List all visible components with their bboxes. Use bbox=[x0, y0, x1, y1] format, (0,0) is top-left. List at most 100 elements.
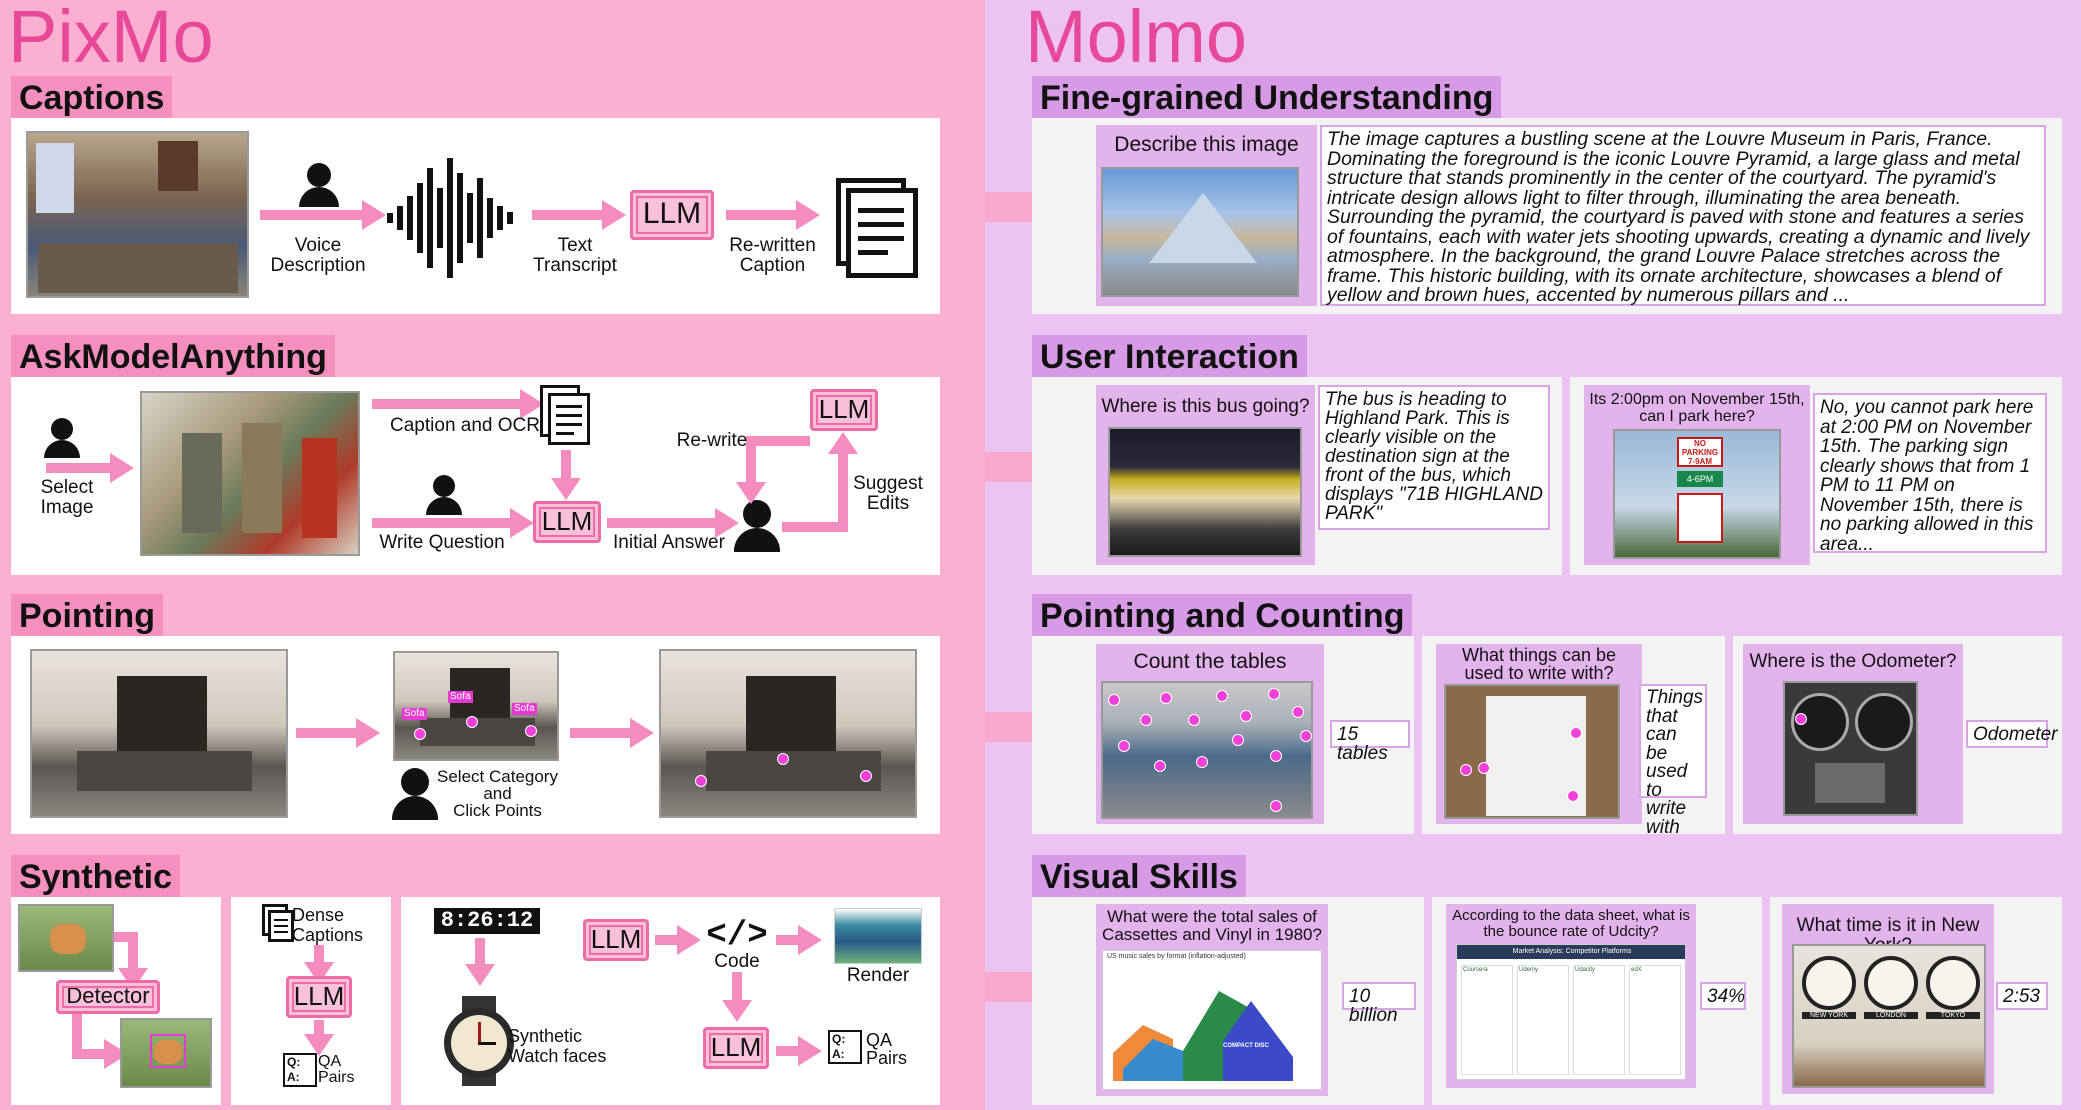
suggest-edits-label: Suggest Edits bbox=[853, 473, 923, 514]
clock-answer: 2:53 bbox=[1996, 982, 2048, 1010]
chart-caption: US music sales by format (inflation-adju… bbox=[1107, 953, 1246, 960]
odometer-question: Where is the Odometer? bbox=[1749, 651, 1957, 672]
sofa-tag: Sofa bbox=[448, 691, 473, 703]
synthetic-llm-2: LLM bbox=[583, 919, 649, 961]
select-category-label: Select Category and Click Points bbox=[437, 767, 558, 820]
sheet-title: Market Analysis: Competitor Platforms bbox=[1457, 945, 1685, 959]
sign-text: NO PARKING bbox=[1681, 439, 1719, 457]
person-icon bbox=[392, 768, 438, 820]
writing-card: What things can be used to write with? bbox=[1436, 644, 1642, 824]
bus-question: Where is this bus going? bbox=[1101, 396, 1310, 417]
music-chart-image: US music sales by format (inflation-adju… bbox=[1102, 950, 1322, 1090]
clock-city-label: NEW YORK bbox=[1802, 1012, 1856, 1019]
parking-question: Its 2:00pm on November 15th, can I park … bbox=[1589, 391, 1805, 425]
louvre-photo bbox=[1101, 167, 1299, 297]
qa-icon: Q:A: bbox=[828, 1030, 862, 1064]
classroom-photo bbox=[1101, 681, 1313, 819]
visual-skills-label: Visual Skills bbox=[1032, 855, 1246, 899]
person-icon bbox=[44, 418, 80, 458]
sign-text: 7-9AM bbox=[1687, 457, 1712, 466]
fine-grained-answer: The image captures a bustling scene at t… bbox=[1320, 125, 2046, 306]
ama-llm-1: LLM bbox=[533, 501, 601, 543]
data-sheet-image: Market Analysis: Competitor Platforms Co… bbox=[1456, 944, 1686, 1080]
fine-grained-label: Fine-grained Understanding bbox=[1032, 76, 1502, 120]
writing-question: What things can be used to write with? bbox=[1461, 645, 1617, 683]
room-photo-points bbox=[659, 649, 917, 818]
initial-answer-label: Initial Answer bbox=[613, 532, 725, 553]
parking-answer: No, you cannot park here at 2:00 PM on N… bbox=[1813, 393, 2047, 554]
ama-label: AskModelAnything bbox=[11, 335, 335, 379]
text-transcript-label: Text Transcript bbox=[533, 235, 617, 276]
watch-icon bbox=[444, 996, 514, 1086]
waveform-icon bbox=[387, 158, 525, 278]
world-clocks-photo: NEW YORK LONDON TOKYO bbox=[1792, 944, 1986, 1088]
synthetic-llm-1: LLM bbox=[286, 976, 352, 1018]
person-icon bbox=[734, 500, 780, 552]
ama-painting bbox=[140, 391, 360, 556]
render-label: Render bbox=[846, 965, 910, 986]
dog-photo bbox=[18, 904, 114, 972]
odometer-card: Where is the Odometer? bbox=[1743, 644, 1963, 824]
document-icon bbox=[836, 178, 918, 278]
odometer-answer: Odometer bbox=[1966, 720, 2057, 748]
code-icon: </> bbox=[706, 917, 768, 955]
captions-photo bbox=[26, 131, 249, 298]
person-icon bbox=[299, 163, 339, 207]
writing-answer: Things that can be used to write with bbox=[1639, 684, 1707, 837]
bus-card: Where is this bus going? bbox=[1096, 385, 1315, 565]
qa-pairs-label: QA Pairs bbox=[866, 1030, 908, 1068]
udcity-question: According to the data sheet, what is the… bbox=[1452, 907, 1690, 940]
dog-photo-detected bbox=[120, 1018, 212, 1088]
document-icon bbox=[262, 904, 294, 942]
clock-card: What time is it in New York? NEW YORK LO… bbox=[1782, 904, 1994, 1094]
select-image-label: Select Image bbox=[40, 477, 94, 518]
rewritten-caption-label: Re-written Caption bbox=[729, 235, 816, 276]
captions-label: Captions bbox=[11, 76, 173, 120]
ama-llm-2: LLM bbox=[810, 389, 878, 431]
udcity-answer: 34% bbox=[1700, 982, 1746, 1010]
synthetic-label: Synthetic bbox=[11, 855, 181, 899]
chart-label: COMPACT DISC bbox=[1223, 1043, 1269, 1049]
render-image bbox=[834, 908, 922, 964]
molmo-title: Molmo bbox=[1025, 0, 1248, 78]
room-photo-annotated bbox=[393, 651, 559, 761]
user-interaction-label: User Interaction bbox=[1032, 335, 1307, 379]
sheet-col: edX bbox=[1629, 965, 1681, 1075]
qa-pairs-label: QA Pairs bbox=[318, 1053, 355, 1086]
pixmo-title: PixMo bbox=[8, 0, 214, 78]
desk-photo bbox=[1444, 684, 1620, 819]
sofa-tag: Sofa bbox=[512, 703, 537, 715]
caption-ocr-label: Caption and OCR bbox=[390, 415, 540, 436]
code-label: Code bbox=[714, 951, 760, 972]
write-question-label: Write Question bbox=[379, 532, 505, 553]
music-card: What were the total sales of Cassettes a… bbox=[1096, 904, 1328, 1096]
room-photo bbox=[30, 649, 288, 818]
voice-description-label: Voice Description bbox=[270, 235, 366, 276]
sheet-col: Udacity bbox=[1573, 965, 1625, 1075]
synthetic-llm-3: LLM bbox=[703, 1027, 769, 1069]
watch-faces-label: Synthetic Watch faces bbox=[508, 1026, 607, 1066]
gauge-photo bbox=[1783, 681, 1918, 816]
captions-llm: LLM bbox=[630, 190, 714, 240]
pointing-counting-label: Pointing and Counting bbox=[1032, 594, 1413, 638]
udcity-card: According to the data sheet, what is the… bbox=[1446, 904, 1696, 1088]
bus-photo bbox=[1108, 427, 1302, 557]
tables-card: Count the tables bbox=[1096, 644, 1324, 824]
document-icon bbox=[540, 385, 590, 445]
person-icon bbox=[426, 475, 462, 515]
sign-text: 4-6PM bbox=[1677, 471, 1723, 487]
pointing-label: Pointing bbox=[11, 594, 163, 638]
sofa-tag: Sofa bbox=[402, 708, 427, 720]
sheet-col: Coursera bbox=[1461, 965, 1513, 1075]
tables-answer: 15 tables bbox=[1330, 720, 1410, 763]
music-question: What were the total sales of Cassettes a… bbox=[1102, 907, 1322, 944]
rewrite-label: Re-write bbox=[676, 430, 748, 451]
parking-card: Its 2:00pm on November 15th, can I park … bbox=[1584, 385, 1810, 565]
sheet-col: Udemy bbox=[1517, 965, 1569, 1075]
music-answer: 10 billion bbox=[1342, 982, 1416, 1025]
digital-clock: 8:26:12 bbox=[434, 908, 540, 934]
tables-question: Count the tables bbox=[1133, 650, 1287, 673]
dense-captions-label: Dense Captions bbox=[292, 905, 364, 945]
fine-grained-card: Describe this image bbox=[1096, 125, 1317, 306]
